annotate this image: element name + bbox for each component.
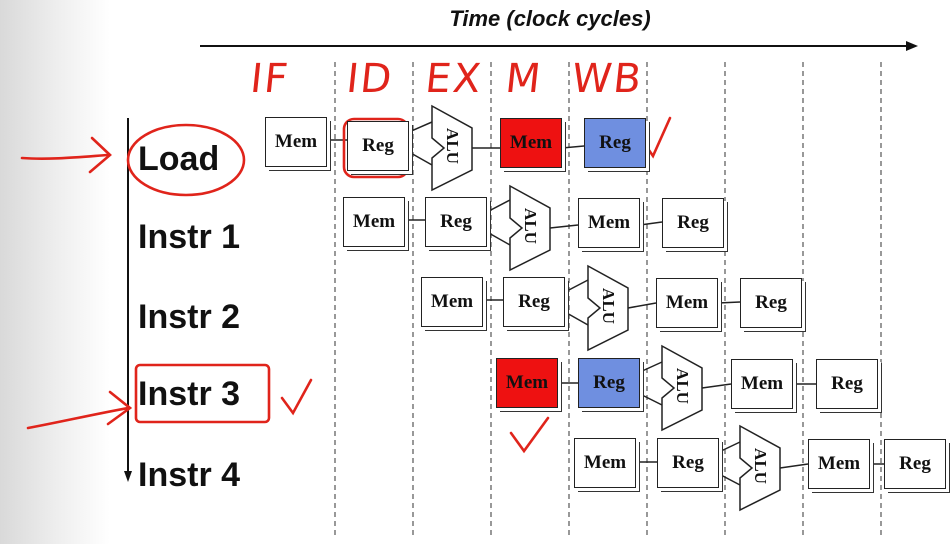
box-instr3 (134, 363, 271, 424)
pointer-arrow-instr3-head (106, 390, 133, 426)
instr-label-instr3: Instr 3 (138, 375, 241, 413)
time-axis-title: Time (clock cycles) (449, 6, 651, 31)
row1-m-mem: Mem (578, 198, 640, 248)
row0-ex-alu: ALU (443, 128, 462, 164)
pointer-arrow-instr3 (26, 406, 130, 430)
alu-shape-row4 (739, 424, 781, 512)
check-m-mem (509, 416, 550, 454)
circle-load (126, 123, 246, 197)
row0-if-mem: Mem (265, 117, 327, 167)
row1-ex-alu: ALU (521, 208, 540, 244)
row2-ex-alu: ALU (599, 288, 618, 324)
row4-ex-alu: ALU (751, 448, 770, 484)
stage-label-m: M (503, 56, 545, 102)
stage-label-ex: EX (423, 56, 485, 102)
instr-label-instr1: Instr 1 (138, 218, 241, 256)
row1-id-reg: Reg (425, 197, 487, 247)
row0-id-reg: Reg (347, 121, 409, 171)
row2-id-reg: Reg (503, 277, 565, 327)
time-arrow-head (906, 41, 918, 51)
row4-id-reg: Reg (657, 438, 719, 488)
stage-label-wb: WB (569, 56, 646, 102)
pointer-arrow-load (20, 153, 110, 160)
instr-label-instr2: Instr 2 (138, 298, 241, 336)
instr-label-load: Load (138, 140, 220, 178)
order-arrow-head (124, 471, 132, 482)
row4-m-mem: Mem (808, 439, 870, 489)
stage-label-id: ID (344, 56, 396, 102)
alu-shape-row2 (587, 264, 629, 352)
cycle-grid (334, 62, 882, 535)
row3-ex-alu: ALU (673, 368, 692, 404)
row3-wb-reg: Reg (816, 359, 878, 409)
check-wb-reg (640, 116, 672, 159)
row2-if-mem: Mem (421, 277, 483, 327)
ink-annotations (20, 116, 672, 454)
row0-m-mem: Mem (500, 118, 562, 168)
row0-wb-reg: Reg (584, 118, 646, 168)
row3-id-reg: Reg (578, 358, 640, 408)
row4-wb-reg: Reg (884, 439, 946, 489)
check-instr3 (280, 378, 313, 416)
row3-m-mem: Mem (731, 359, 793, 409)
row4-if-mem: Mem (574, 438, 636, 488)
row2-m-mem: Mem (656, 278, 718, 328)
row1-wb-reg: Reg (662, 198, 724, 248)
pointer-arrow-load-head (88, 136, 112, 174)
row2-wb-reg: Reg (740, 278, 802, 328)
row3-if-mem: Mem (496, 358, 558, 408)
stage-label-if: IF (248, 56, 292, 102)
alu-shape-row1 (509, 184, 551, 272)
row1-if-mem: Mem (343, 197, 405, 247)
alu-shape-row0 (431, 104, 473, 192)
instr-label-instr4: Instr 4 (138, 456, 241, 494)
alu-shape-row3 (661, 344, 703, 432)
